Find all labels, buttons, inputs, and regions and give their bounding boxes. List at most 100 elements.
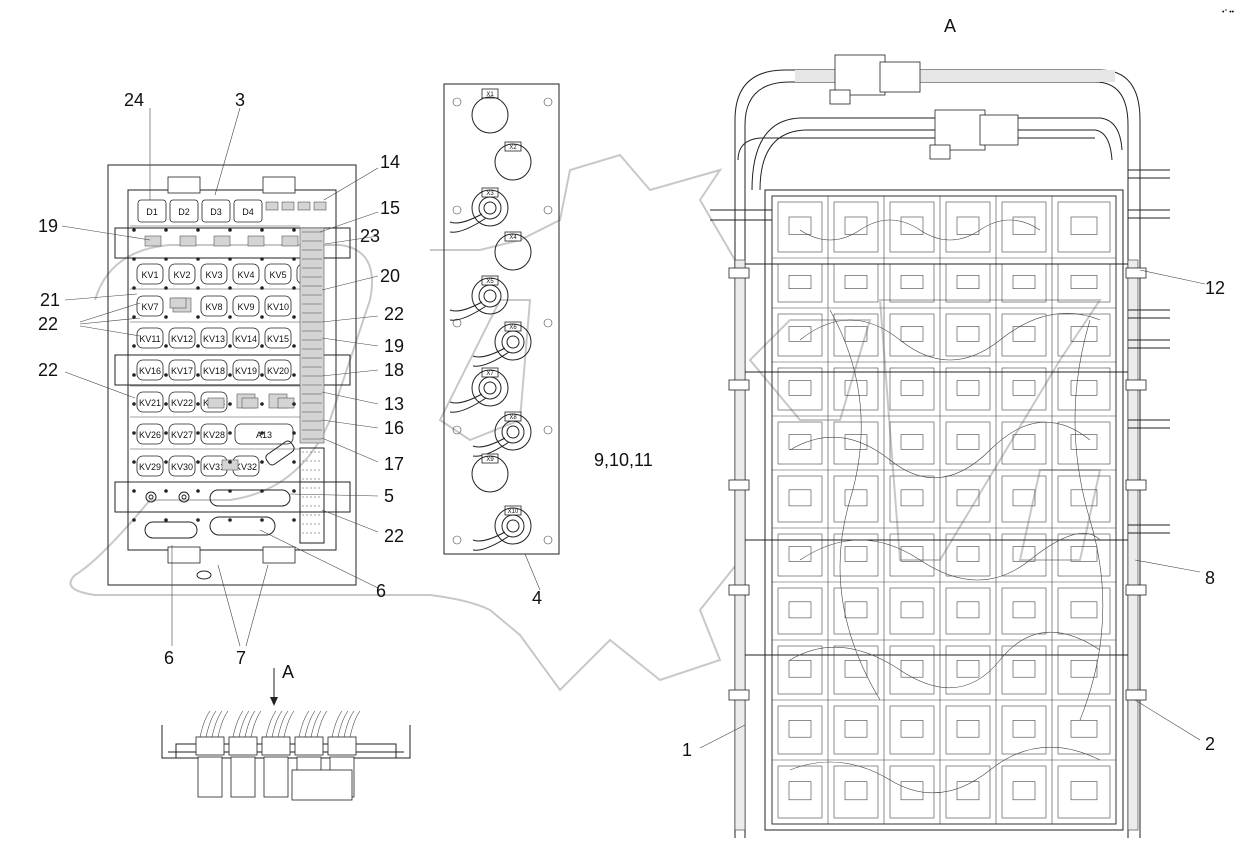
callout-2: 2	[1205, 734, 1215, 754]
relay-label: KV8	[205, 302, 222, 312]
harness-cell	[777, 201, 823, 253]
relay-label: KV21	[139, 398, 161, 408]
harness-cell	[1057, 263, 1111, 303]
harness-cell	[945, 705, 991, 755]
harness-cell-socket	[788, 660, 812, 678]
harness-cell	[1001, 201, 1047, 253]
stud-dot	[196, 489, 200, 493]
relay-box	[264, 263, 292, 285]
relay-label: KV15	[267, 334, 289, 344]
section-wire	[199, 710, 211, 738]
harness-cell-socket	[1070, 275, 1098, 289]
harness-cell-socket	[788, 720, 812, 738]
connector-tag	[504, 231, 522, 242]
cable-clip	[1125, 479, 1147, 491]
cable	[449, 305, 487, 321]
harness-cell-socket	[900, 781, 924, 801]
harness-cell-socket	[956, 601, 980, 619]
leader-lines	[61, 107, 1206, 749]
harness-cell-socket	[1070, 720, 1098, 738]
stud-dot	[228, 402, 232, 406]
harness-cell	[945, 587, 991, 635]
harness-cell	[1001, 367, 1047, 411]
stud-dot	[164, 257, 168, 261]
stud-dot	[228, 431, 232, 435]
connector-label: X7	[486, 371, 494, 377]
harness-cell	[889, 263, 935, 303]
callout-6a: 6	[164, 648, 174, 668]
relay-label: KV26	[139, 430, 161, 440]
harness-cell-socket	[844, 546, 868, 562]
stud-dot	[228, 257, 232, 261]
section-wire	[265, 710, 277, 738]
harness-cell	[777, 421, 823, 465]
stud-dot	[164, 460, 168, 464]
harness-cell	[945, 533, 991, 577]
cable-clip	[1125, 267, 1147, 279]
stud-dot	[164, 431, 168, 435]
relay-label: KV13	[203, 334, 225, 344]
terminal-pad	[313, 201, 327, 211]
view-label-top: A	[944, 16, 956, 36]
harness-cell	[889, 645, 935, 695]
relay-label: KV27	[171, 430, 193, 440]
section-wire	[298, 710, 310, 738]
callout-6b: 6	[376, 581, 386, 601]
stud-dot	[164, 315, 168, 319]
relay-box	[200, 295, 228, 317]
harness-cell	[777, 263, 823, 303]
relay-box	[232, 327, 260, 349]
mount-hole	[543, 205, 553, 215]
harness-cell-socket	[844, 326, 868, 342]
stud-dot	[260, 373, 264, 377]
harness-cell-socket	[900, 660, 924, 678]
connector-plug	[478, 376, 502, 400]
fuse-holder	[207, 397, 225, 409]
mount-hole	[452, 425, 462, 435]
section-view-a: A	[161, 662, 411, 801]
harness-cell-socket	[1012, 781, 1036, 801]
section-wire	[232, 710, 244, 738]
callout-22b: 22	[384, 304, 404, 324]
relay-box	[168, 391, 196, 413]
stud-dot	[292, 402, 296, 406]
callout-13: 13	[384, 394, 404, 414]
stud-dot	[228, 286, 232, 290]
harness-cell	[777, 645, 823, 695]
harness-cell-socket	[844, 216, 868, 235]
fuse-holder	[277, 397, 295, 409]
harness-cell	[889, 201, 935, 253]
connector-plug-core	[483, 201, 497, 215]
connector-socket	[494, 233, 532, 271]
harness-cell-socket	[844, 489, 868, 507]
relay-label: KV30	[171, 462, 193, 472]
relay-label: KV22	[171, 398, 193, 408]
stud-dot	[260, 344, 264, 348]
section-wire	[283, 710, 295, 738]
harness-cell-socket	[1012, 326, 1036, 342]
plug-connector-1	[829, 54, 921, 105]
harness-cell-socket	[956, 546, 980, 562]
harness-cell-socket	[844, 720, 868, 738]
harness-cell-socket	[1070, 781, 1098, 801]
harness-cell-socket	[956, 275, 980, 289]
diode-label: D2	[178, 207, 190, 217]
stud-dot	[132, 257, 136, 261]
harness-wire	[1074, 319, 1104, 721]
callout-22d: 22	[384, 526, 404, 546]
cable	[449, 397, 487, 413]
terminal-pad	[297, 201, 311, 211]
stud-dot	[164, 489, 168, 493]
section-wire	[205, 710, 217, 738]
stud-dot	[196, 344, 200, 348]
stud-dot	[196, 518, 200, 522]
harness-cell-socket	[844, 380, 868, 396]
callout-16: 16	[384, 418, 404, 438]
callout-1: 1	[682, 740, 692, 760]
relay-label: KV5	[269, 270, 286, 280]
section-wire	[238, 710, 250, 738]
harness-cell	[889, 421, 935, 465]
relay-label: KV19	[235, 366, 257, 376]
relay-box	[136, 327, 164, 349]
